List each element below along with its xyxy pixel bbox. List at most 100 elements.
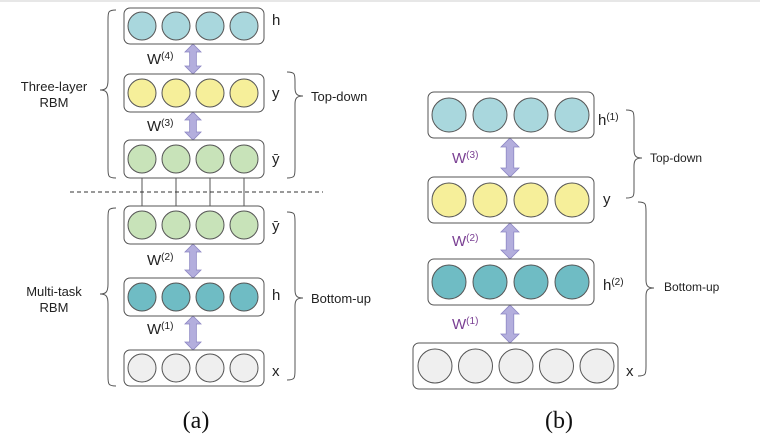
layers	[123, 7, 265, 387]
weight-label-w1: W(1)	[147, 321, 173, 338]
unit-node	[229, 78, 259, 108]
caption-b: (b)	[545, 408, 573, 434]
unit-node	[127, 282, 157, 312]
layer-h1-box	[427, 91, 595, 139]
unit-node	[539, 348, 574, 384]
weight-arrows	[500, 137, 520, 344]
layer-y-box	[123, 73, 265, 113]
weight-arrow-b-2	[500, 222, 520, 260]
unit-node	[161, 282, 191, 312]
caption-a: (a)	[183, 408, 210, 434]
layer-x	[123, 349, 265, 387]
unit-node	[161, 144, 191, 174]
layer-x-box	[123, 349, 265, 387]
three-layer-brace	[99, 9, 117, 179]
unit-node	[513, 182, 549, 218]
unit-node	[579, 348, 615, 384]
panel-b: h(1) y h(2) x W(3) W(2) W(1) Top-down Bo…	[412, 91, 720, 434]
bottom-up-label: Bottom-up	[664, 280, 720, 294]
three-layer-rbm-label-line2: RBM	[40, 95, 69, 110]
layer-ybar-top	[123, 139, 265, 179]
layer-ybar-bottom-box	[123, 205, 265, 245]
unit-node	[161, 210, 191, 240]
unit-node	[498, 348, 534, 384]
layer-h-top-box	[123, 7, 265, 45]
unit-node	[229, 210, 259, 240]
unit-node	[554, 97, 590, 133]
unit-node	[161, 78, 191, 108]
bottom-up-brace	[637, 201, 655, 377]
panel-a: h y ȳ ȳ h x W(4) W(3) W(2) W(1) Three-…	[21, 7, 371, 434]
layer-x	[412, 342, 619, 390]
weight-label-w2: W(2)	[452, 233, 478, 250]
unit-node	[229, 353, 259, 383]
weight-arrow-a-1	[184, 315, 202, 351]
layer-h1	[427, 91, 595, 139]
weight-label-w1: W(1)	[452, 316, 478, 333]
unit-node	[229, 282, 259, 312]
unit-node	[229, 144, 259, 174]
unit-node	[472, 97, 508, 133]
layer-y-box	[427, 176, 595, 224]
unit-node	[195, 353, 225, 383]
bottom-up-label: Bottom-up	[311, 291, 371, 306]
weight-label-w3: W(3)	[452, 150, 478, 167]
layer-h-top	[123, 7, 265, 45]
unit-node	[195, 210, 225, 240]
unit-node	[513, 97, 549, 133]
label-x: x	[626, 363, 634, 380]
weight-arrow-b-1	[500, 304, 520, 344]
bottom-up-brace	[286, 211, 304, 381]
multi-task-brace	[99, 207, 117, 387]
unit-node	[127, 353, 157, 383]
three-layer-rbm-label-line1: Three-layer	[21, 79, 88, 94]
unit-node	[195, 78, 225, 108]
unit-node	[513, 264, 549, 300]
label-h2: h(2)	[603, 277, 624, 294]
top-down-brace	[286, 71, 304, 179]
unit-node	[127, 11, 157, 41]
unit-node	[554, 182, 590, 218]
weight-arrow-a-2	[184, 243, 202, 279]
unit-node	[127, 78, 157, 108]
weight-arrow-a-4	[184, 43, 202, 75]
layers	[412, 91, 619, 390]
unit-node	[458, 348, 493, 384]
weight-label-w2: W(2)	[147, 252, 173, 269]
unit-node	[195, 11, 225, 41]
weight-arrow-a-3	[184, 111, 202, 141]
label-y: y	[603, 191, 611, 208]
layer-ybar-top-box	[123, 139, 265, 179]
weight-label-w4: W(4)	[147, 51, 173, 68]
unit-node	[431, 182, 467, 218]
layer-h-bottom-box	[123, 277, 265, 317]
weight-arrow-b-3	[500, 137, 520, 178]
top-down-label: Top-down	[650, 151, 702, 165]
unit-node	[195, 144, 225, 174]
layer-y	[427, 176, 595, 224]
unit-node	[127, 144, 157, 174]
label-h-bottom: h	[272, 287, 280, 304]
unit-node	[195, 282, 225, 312]
label-ybar-bottom: ȳ	[272, 218, 280, 235]
label-h-top: h	[272, 12, 280, 29]
unit-node	[431, 264, 467, 300]
label-x: x	[272, 363, 280, 380]
unit-node	[472, 182, 508, 218]
top-down-brace	[625, 109, 643, 199]
layer-h2	[427, 258, 595, 306]
layer-y	[123, 73, 265, 113]
weight-label-w3: W(3)	[147, 118, 173, 135]
unit-node	[161, 11, 191, 41]
layer-h-bottom	[123, 277, 265, 317]
multi-task-rbm-label-line1: Multi-task	[26, 284, 82, 299]
unit-node	[127, 210, 157, 240]
layer-h2-box	[427, 258, 595, 306]
unit-node	[472, 264, 508, 300]
label-ybar-top: ȳ	[272, 151, 280, 168]
label-h1: h(1)	[598, 112, 619, 129]
top-down-label: Top-down	[311, 89, 367, 104]
layer-ybar-bottom	[123, 205, 265, 245]
multi-task-rbm-label-line2: RBM	[40, 300, 69, 315]
